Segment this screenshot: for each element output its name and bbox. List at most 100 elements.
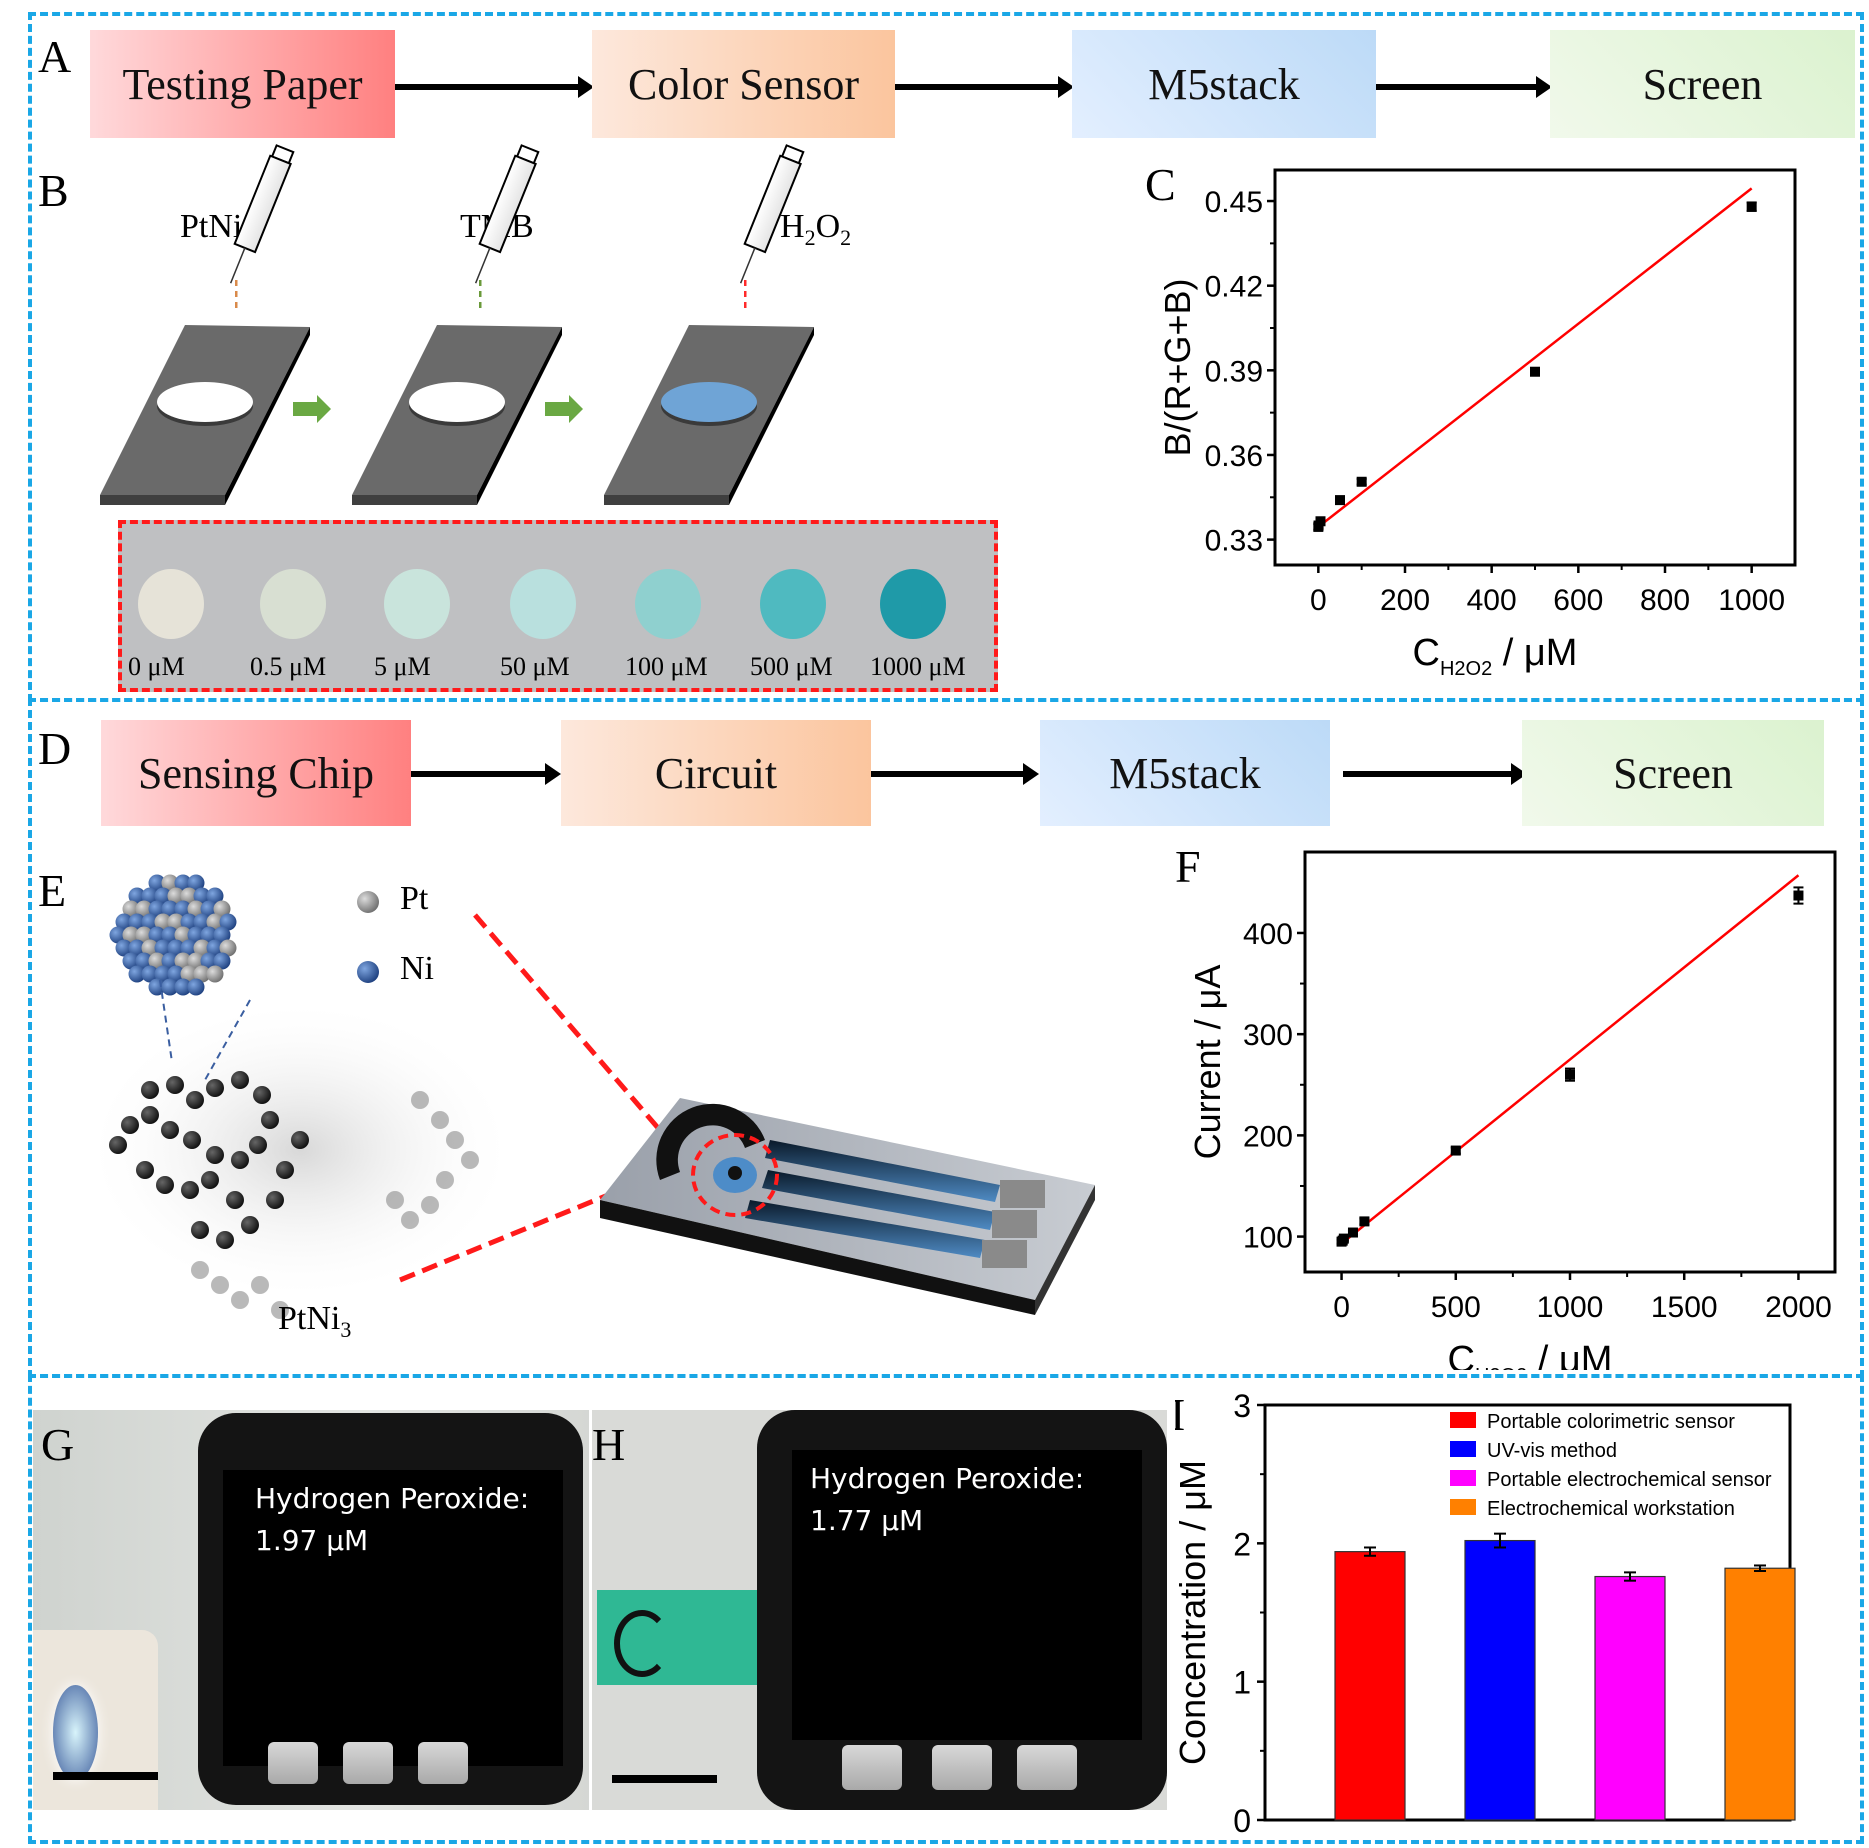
atom xyxy=(154,965,172,983)
legend-label: Portable colorimetric sensor xyxy=(1487,1411,1735,1433)
x-axis-label: CH2O2 / μM xyxy=(1448,1339,1613,1370)
legend-swatch xyxy=(1450,1441,1476,1457)
atom xyxy=(128,939,146,957)
test-slide-edge xyxy=(352,495,477,505)
atom xyxy=(174,978,192,996)
atom xyxy=(200,952,218,970)
reagent-drop xyxy=(744,302,747,308)
atom xyxy=(167,887,185,905)
atom xyxy=(174,952,192,970)
carbon-atom xyxy=(136,1161,154,1179)
device-button-a xyxy=(268,1742,318,1784)
carbon-atom xyxy=(291,1131,309,1149)
reagent-drop xyxy=(479,302,482,308)
concentration-label: 0 μM xyxy=(128,652,185,681)
green-arrow-shaft xyxy=(293,402,317,416)
y-tick-label: 0.39 xyxy=(1205,355,1263,388)
flow-box-sensing-chip: Sensing Chip xyxy=(101,720,411,826)
atom xyxy=(193,939,211,957)
bar-4 xyxy=(1724,1567,1796,1821)
y-tick-label: 0.45 xyxy=(1205,186,1263,219)
carbon-atom-faint xyxy=(401,1211,419,1229)
atom xyxy=(187,926,205,944)
atom xyxy=(180,887,198,905)
reagent-drop xyxy=(744,280,747,286)
carbon-atom xyxy=(261,1111,279,1129)
reagent-drop xyxy=(479,280,482,286)
atom xyxy=(135,952,153,970)
fit-line xyxy=(1340,874,1800,1245)
atom xyxy=(122,952,140,970)
device-button-b xyxy=(932,1745,992,1790)
y-axis-label: Current / μA xyxy=(1187,965,1228,1160)
atom xyxy=(167,939,185,957)
concentration-label: 1000 μM xyxy=(870,652,966,681)
concentration-label: 500 μM xyxy=(750,652,833,681)
atom xyxy=(187,900,205,918)
atom xyxy=(154,887,172,905)
atom xyxy=(115,913,133,931)
flow-box-m5stack: M5stack xyxy=(1072,30,1376,138)
carbon-atom xyxy=(166,1076,184,1094)
atom xyxy=(122,926,140,944)
carbon-atom xyxy=(186,1091,204,1109)
atom xyxy=(161,900,179,918)
x-tick-label: 800 xyxy=(1640,584,1690,617)
carbon-atom-faint xyxy=(461,1151,479,1169)
flow-box-screen: Screen xyxy=(1550,30,1855,138)
legend-label: Portable electrochemical sensor xyxy=(1487,1469,1772,1491)
atom xyxy=(161,926,179,944)
bar-1 xyxy=(1334,1551,1406,1821)
legend-label: Electrochemical workstation xyxy=(1487,1498,1735,1520)
section-devices xyxy=(28,1374,1864,1844)
pt-legend-icon xyxy=(357,891,379,913)
panel-letter-a: A xyxy=(38,31,72,82)
fit-line xyxy=(1317,187,1753,528)
flow-box-circuit: Circuit xyxy=(561,720,871,826)
reagent-label-h2o2: H2O2 xyxy=(780,208,851,251)
scale-bar xyxy=(612,1775,717,1783)
reagent-drop xyxy=(235,302,238,308)
atom xyxy=(187,952,205,970)
atom xyxy=(174,874,192,892)
reagent-drop xyxy=(235,280,238,286)
x-tick-label: 1000 xyxy=(1718,584,1785,617)
atom xyxy=(148,926,166,944)
concentration-label: 5 μM xyxy=(374,652,431,681)
y-tick-label: 100 xyxy=(1243,1222,1293,1255)
nanoparticle-illustration xyxy=(100,874,1095,1319)
green-arrow-head xyxy=(317,395,331,423)
carbon-atom-faint xyxy=(436,1171,454,1189)
test-spot xyxy=(510,569,576,639)
carbon-atom xyxy=(181,1181,199,1199)
atom xyxy=(148,874,166,892)
x-tick-label: 400 xyxy=(1467,584,1517,617)
atom xyxy=(187,874,205,892)
test-slide-edge xyxy=(100,495,225,505)
reagent-drop xyxy=(235,291,238,297)
atom xyxy=(154,939,172,957)
panel-letter-d: D xyxy=(38,723,72,774)
paper-disc xyxy=(157,382,253,422)
reagent-h-text: H xyxy=(780,208,805,245)
paper-disc xyxy=(661,382,757,422)
atom xyxy=(219,939,237,957)
legend-swatch xyxy=(1450,1499,1476,1515)
panel-letter: C xyxy=(1145,159,1176,210)
panel-letter-h: H xyxy=(592,1419,626,1470)
atom xyxy=(141,965,159,983)
chip-electrode xyxy=(614,1610,670,1677)
syringe-barrel xyxy=(478,154,537,254)
y-axis-label: Concentration / μM xyxy=(1175,1460,1213,1765)
test-spot xyxy=(880,569,946,639)
syringe-icon xyxy=(474,144,540,284)
atom xyxy=(187,978,205,996)
device-button-c xyxy=(418,1742,468,1784)
atom xyxy=(180,965,198,983)
x-tick-label: 1000 xyxy=(1537,1291,1604,1324)
y-tick-label: 0.42 xyxy=(1205,271,1263,304)
data-point xyxy=(1347,1227,1358,1238)
concentration-label: 100 μM xyxy=(625,652,708,681)
carbon-atom-faint xyxy=(431,1111,449,1129)
